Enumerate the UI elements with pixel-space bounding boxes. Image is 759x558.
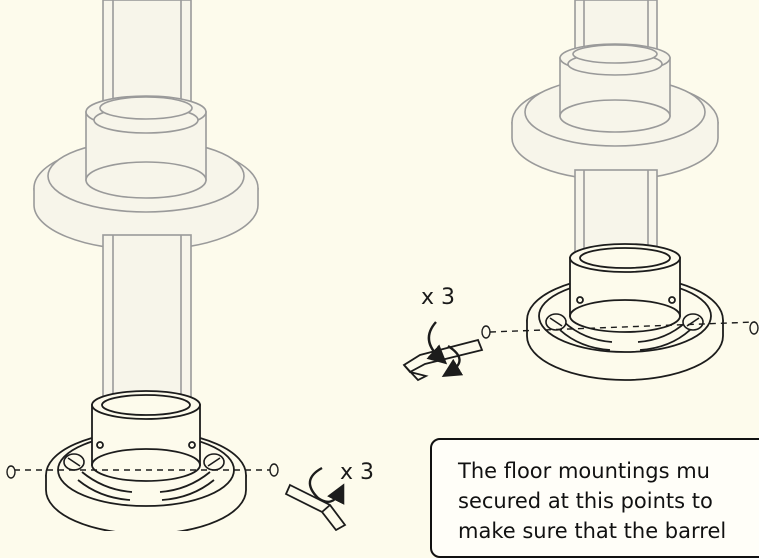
right-flange	[511, 43, 719, 181]
left-flange	[33, 95, 259, 251]
left-assembly	[6, 0, 347, 531]
hex-key-icon	[284, 483, 347, 531]
note-line: make sure that the barrel	[458, 519, 727, 543]
right-floor-mount	[526, 243, 724, 381]
screw-icon	[63, 453, 225, 471]
left-upper-tube	[102, 0, 192, 111]
left-middle-tube	[102, 234, 192, 411]
assembly-diagram	[6, 0, 759, 531]
left-grub-screws	[6, 463, 279, 479]
right-grub-screws	[481, 321, 759, 339]
screw-icon	[545, 313, 704, 331]
note-line: The floor mountings mu	[458, 459, 710, 483]
note-line: secured at this points to	[458, 489, 713, 513]
rotate-arrow-icon	[308, 466, 345, 505]
right-screw-axis	[489, 321, 756, 333]
quantity-label-right: x 3	[421, 285, 456, 310]
hex-key-icon	[402, 338, 484, 382]
quantity-label-left: x 3	[340, 460, 375, 485]
mounting-note-box: The floor mountings mu secured at this p…	[430, 438, 759, 558]
right-assembly	[402, 0, 759, 382]
rotate-arrow-icon	[426, 321, 464, 377]
